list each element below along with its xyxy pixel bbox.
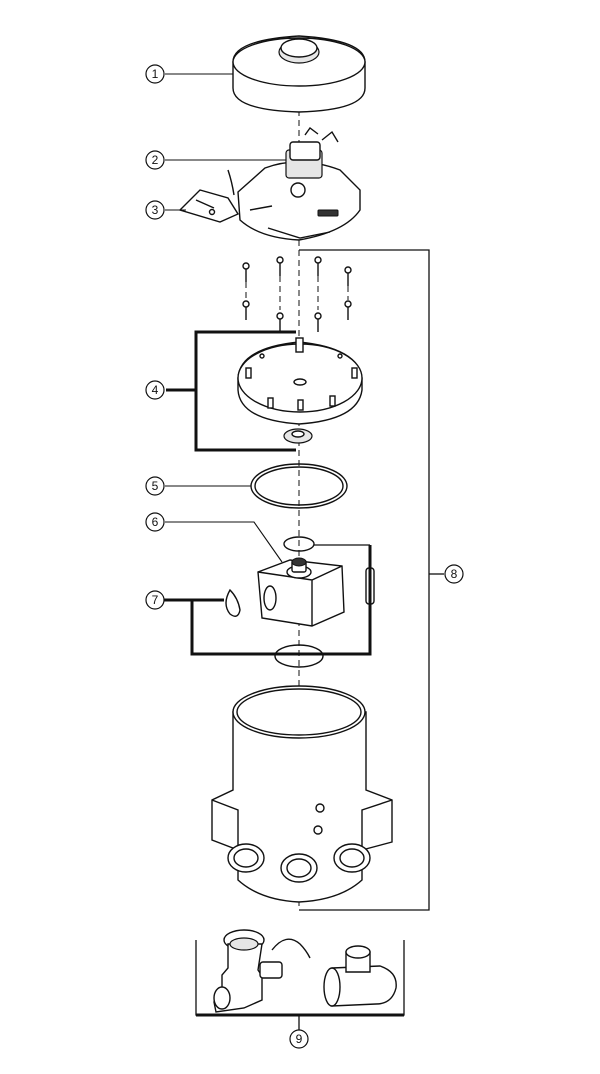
callout-label: 4 bbox=[152, 383, 159, 397]
screw bbox=[276, 312, 284, 332]
part-upper-o-ring bbox=[283, 536, 315, 552]
callout-label: 9 bbox=[296, 1032, 303, 1046]
callout-4: 4 bbox=[145, 380, 165, 400]
screw bbox=[344, 300, 352, 320]
callout-5: 5 bbox=[145, 476, 165, 496]
callout-label: 5 bbox=[152, 479, 159, 493]
part-cover-lid bbox=[232, 35, 366, 113]
callout-2: 2 bbox=[145, 150, 165, 170]
leader-lines bbox=[165, 73, 286, 563]
screw bbox=[344, 266, 352, 286]
part-clip bbox=[225, 588, 241, 617]
part-tee-fitting bbox=[323, 945, 397, 1007]
part-drain-fitting bbox=[213, 929, 311, 1013]
callout-1: 1 bbox=[145, 64, 165, 84]
callout-7: 7 bbox=[145, 590, 165, 610]
part-valve-plate bbox=[237, 337, 363, 425]
callout-label: 7 bbox=[152, 593, 159, 607]
bracket-part-7 bbox=[164, 544, 372, 656]
callout-label: 8 bbox=[451, 567, 458, 581]
callout-label: 3 bbox=[152, 203, 159, 217]
part-rotor bbox=[257, 557, 345, 627]
callout-8: 8 bbox=[444, 564, 464, 584]
part-lower-o-ring bbox=[274, 644, 324, 668]
callout-label: 2 bbox=[152, 153, 159, 167]
screw bbox=[314, 312, 322, 332]
callout-6: 6 bbox=[145, 512, 165, 532]
callout-9: 9 bbox=[289, 1029, 309, 1049]
screw bbox=[242, 300, 250, 320]
part-motor-plate bbox=[227, 127, 361, 241]
bracket-part-9 bbox=[195, 940, 405, 1030]
part-cam-switch bbox=[178, 189, 240, 223]
callout-label: 6 bbox=[152, 515, 159, 529]
bracket-part-4 bbox=[166, 330, 296, 452]
part-plate-seal bbox=[283, 428, 313, 444]
screw-guide-lines bbox=[245, 276, 349, 310]
bracket-part-8 bbox=[299, 249, 444, 911]
callout-label: 1 bbox=[152, 67, 159, 81]
screw bbox=[314, 256, 322, 276]
part-valve-housing bbox=[211, 685, 393, 903]
screw bbox=[242, 262, 250, 282]
callout-3: 3 bbox=[145, 200, 165, 220]
screws-group bbox=[242, 256, 352, 332]
screw bbox=[276, 256, 284, 276]
